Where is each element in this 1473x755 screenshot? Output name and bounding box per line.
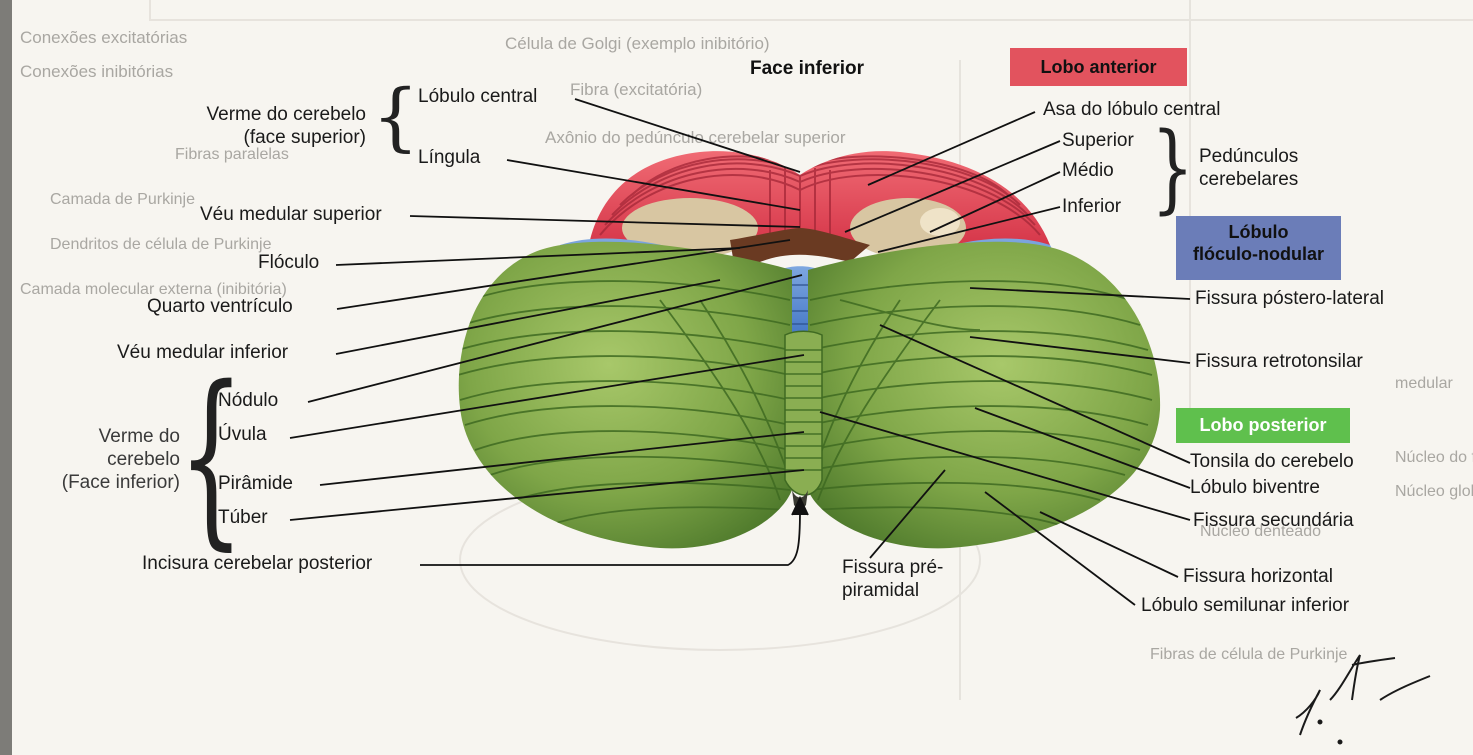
label-medio: Médio <box>1062 160 1114 181</box>
verme-superior-brace: { <box>372 74 420 160</box>
posterior-lobe-shape <box>458 241 1161 549</box>
verme-inferior-brace: { <box>178 346 245 567</box>
label-inferior: Inferior <box>1062 196 1122 217</box>
pedunculos-group-label: Pedúnculos cerebelares <box>1199 146 1298 192</box>
label-floculo: Flóculo <box>258 252 320 273</box>
label-fissura-secundaria: Fissura secundária <box>1193 510 1354 531</box>
lobo-anterior-label: Lobo anterior <box>1040 57 1157 77</box>
verme-inferior-line2: cerebelo <box>107 448 180 470</box>
fissura-pre-line2: piramidal <box>842 579 920 601</box>
label-nodulo: Nódulo <box>218 390 279 411</box>
lobo-posterior-label: Lobo posterior <box>1199 415 1327 435</box>
lobulo-floculo-nodular-box: Lóbulo flóculo-nodular <box>1176 216 1341 280</box>
label-quarto-ventriculo: Quarto ventrículo <box>147 296 293 317</box>
bg-text-center-2: Fibra (excitatória) <box>570 80 703 99</box>
bg-text-left-5: Dendritos de célula de Purkinje <box>50 236 272 253</box>
leader-lines <box>289 98 1191 606</box>
pedunculos-brace: { <box>1151 112 1194 224</box>
pedunculos-line1: Pedúnculos <box>1199 146 1299 167</box>
bg-text-left-2: Conexões inibitórias <box>20 62 174 81</box>
label-uvula: Úvula <box>218 424 267 445</box>
bg-text-right-4: Núcleo denteado <box>1200 523 1321 540</box>
label-lingula: Língula <box>418 147 481 168</box>
bg-text-center-1: Célula de Golgi (exemplo inibitório) <box>505 34 770 53</box>
lobo-anterior-box: Lobo anterior <box>1010 48 1187 86</box>
label-veu-medular-inferior: Véu medular inferior <box>117 342 289 363</box>
verme-superior-line2: (face superior) <box>243 126 367 148</box>
label-incisura-cerebelar-posterior: Incisura cerebelar posterior <box>142 553 373 574</box>
verme-inferior-group-label: Verme do cerebelo (Face inferior) <box>38 426 180 494</box>
label-fissura-pre-piramidal: Fissura pré- piramidal <box>842 557 943 603</box>
bg-text-left-6: Camada molecular externa (inibitória) <box>20 281 287 298</box>
binding-edge <box>0 0 12 755</box>
verme-inferior-line1: Verme do <box>98 426 180 447</box>
label-fissura-postero-lateral: Fissura póstero-lateral <box>1195 288 1385 309</box>
verme-superior-group-label: Verme do cerebelo (face superior) <box>148 104 367 150</box>
label-tonsila-cerebelo: Tonsila do cerebelo <box>1190 451 1354 472</box>
bg-text-left-1: Conexões excitatórias <box>20 28 188 47</box>
bg-text-right-3: Núcleo globoso <box>1395 483 1473 500</box>
label-tuber: Túber <box>218 507 268 528</box>
peduncle-cut-surface <box>622 198 966 270</box>
pedunculos-line2: cerebelares <box>1199 168 1299 190</box>
flocculo-label-line2: flóculo-nodular <box>1193 243 1324 264</box>
netter-signature <box>1295 654 1431 745</box>
lobo-posterior-box: Lobo posterior <box>1176 408 1350 443</box>
label-fissura-retrotonsilar: Fissura retrotonsilar <box>1195 351 1363 372</box>
label-lobulo-biventre: Lóbulo biventre <box>1190 477 1320 498</box>
label-superior: Superior <box>1062 130 1134 151</box>
label-lobulo-semilunar-inferior: Lóbulo semilunar inferior <box>1141 595 1350 616</box>
fissura-pre-line1: Fissura pré- <box>842 557 944 578</box>
label-asa-lobulo-central: Asa do lóbulo central <box>1043 99 1221 120</box>
bg-text-right-5: Fibras de célula de Purkinje <box>1150 646 1348 663</box>
label-fissura-horizontal: Fissura horizontal <box>1183 566 1333 587</box>
bg-text-left-4: Camada de Purkinje <box>50 191 195 208</box>
verme-inferior-line3: (Face inferior) <box>61 471 180 493</box>
verme-superior-line1: Verme do cerebelo <box>206 104 367 125</box>
bg-text-left-3: Fibras paralelas <box>175 146 289 163</box>
flocculo-label-line1: Lóbulo <box>1228 222 1289 242</box>
figure-title: Face inferior <box>750 58 865 79</box>
label-veu-medular-superior: Véu medular superior <box>200 204 382 225</box>
bg-text-right-2: Núcleo do fastígio <box>1395 449 1473 466</box>
label-piramide: Pirâmide <box>218 473 293 494</box>
bg-text-right-1: medular <box>1395 375 1453 392</box>
label-lobulo-central: Lóbulo central <box>418 86 538 107</box>
